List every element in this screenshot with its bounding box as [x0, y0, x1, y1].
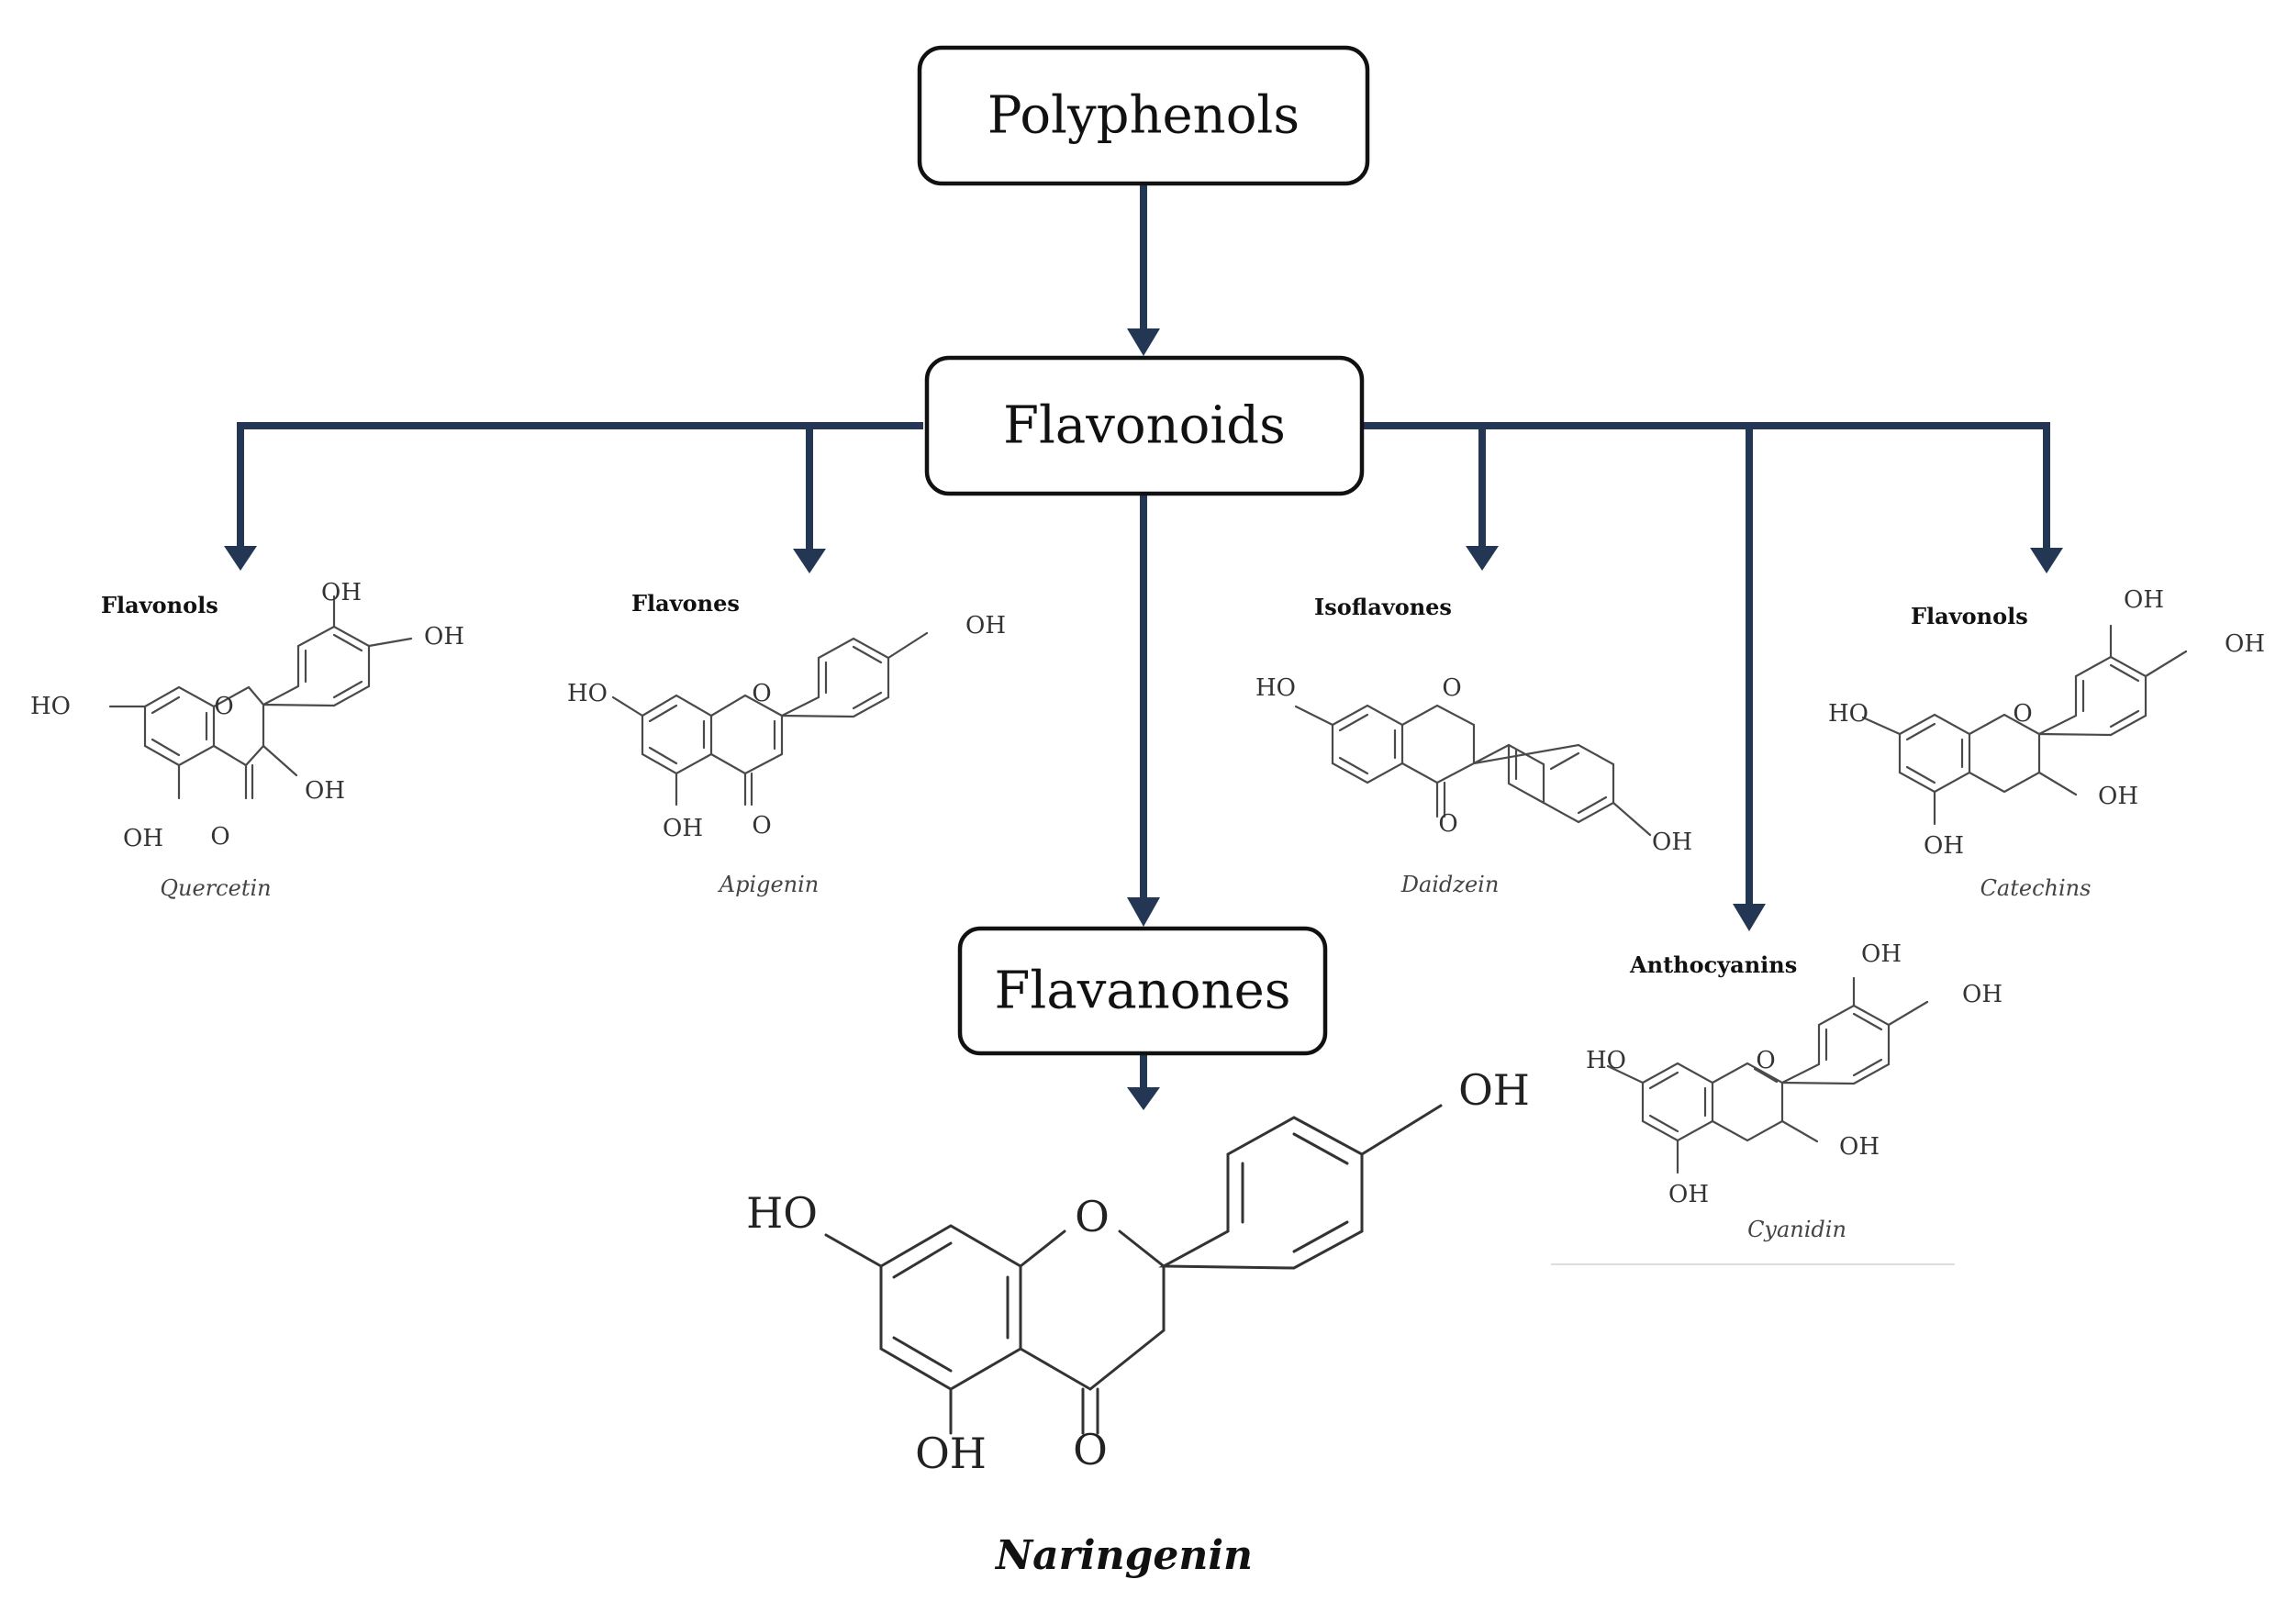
arrowhead-flavonoids	[1127, 328, 1160, 356]
connectors	[224, 180, 2063, 1110]
atom-oh-5: OH	[1668, 1181, 1709, 1208]
atom-oh-4p: OH	[965, 612, 1006, 640]
compound-name-daidzein: Daidzein	[1400, 872, 1500, 897]
structure-quercetin: Flavonols HO O OH OH O OH OH Quercetin	[30, 579, 464, 901]
arrowhead-flavonols	[224, 546, 257, 571]
compound-name-cyanidin: Cyanidin	[1747, 1217, 1846, 1242]
atom-carbonyl-o: O	[752, 812, 771, 840]
atom-ring-o: O	[1756, 1047, 1775, 1074]
class-label-isoflavones: Isoflavones	[1314, 594, 1452, 620]
structure-apigenin: Flavones HO O OH O OH Apigenin	[567, 590, 1006, 897]
class-label-anthocyanins: Anthocyanins	[1629, 951, 1797, 978]
atom-ho: HO	[30, 693, 71, 720]
atom-oh-5: OH	[1924, 832, 1964, 860]
atom-oh-4p: OH	[1962, 981, 2003, 1008]
compound-name-apigenin: Apigenin	[718, 872, 820, 897]
class-label-flavonols-2: Flavonols	[1911, 603, 2028, 629]
atom-ring-o: O	[1442, 674, 1461, 702]
atom-oh-3p: OH	[321, 579, 362, 606]
atom-carbonyl-o: O	[210, 823, 229, 851]
polyphenols-label: Polyphenols	[987, 86, 1300, 146]
atom-ring-o: O	[214, 693, 233, 720]
flavanones-box: Flavanones	[957, 926, 1328, 1056]
atom-oh-5: OH	[123, 825, 163, 852]
atom-ho: HO	[746, 1188, 818, 1238]
atom-ho: HO	[1828, 700, 1869, 728]
compound-name-naringenin: Naringenin	[994, 1532, 1253, 1579]
compound-name-catechins: Catechins	[1980, 875, 2092, 901]
arrowhead-flavanones	[1127, 897, 1160, 927]
flavonoids-box: Flavonoids	[924, 355, 1365, 496]
atom-ring-o: O	[752, 680, 771, 707]
class-label-flavonols: Flavonols	[101, 592, 218, 618]
arrowhead-isoflavones	[1466, 546, 1499, 571]
structure-daidzein: Isoflavones HO O O OH Daidzein	[1255, 594, 1692, 897]
atom-oh-3p: OH	[2124, 586, 2164, 614]
compound-name-quercetin: Quercetin	[160, 875, 271, 901]
structure-cyanidin: Anthocyanins HO O OH OH OH OH Cyanidin	[1551, 940, 2003, 1265]
atom-oh-4p: OH	[424, 623, 464, 651]
atom-oh-3: OH	[1839, 1133, 1880, 1161]
flavanones-label: Flavanones	[995, 962, 1291, 1021]
arrowhead-anthocyanins	[1733, 904, 1766, 931]
atom-carbonyl-o: O	[1073, 1425, 1108, 1474]
atom-ring-o: O	[1075, 1192, 1110, 1241]
atom-oh-5: OH	[915, 1429, 987, 1478]
atom-ho: HO	[1586, 1047, 1626, 1074]
atom-oh-4p: OH	[2225, 630, 2265, 658]
class-label-flavones: Flavones	[631, 590, 740, 617]
structure-catechins: Flavonols HO O OH OH OH OH Catechins	[1828, 586, 2265, 901]
arrowhead-naringenin	[1127, 1087, 1160, 1110]
atom-ho: HO	[1255, 674, 1296, 702]
atom-carbonyl-o: O	[1438, 810, 1457, 838]
atom-oh-4p: OH	[1652, 829, 1692, 856]
arrowhead-flavones	[793, 549, 826, 573]
atom-ring-o: O	[2013, 700, 2032, 728]
atom-oh-3: OH	[305, 777, 345, 805]
polyphenols-box: Polyphenols	[917, 45, 1370, 186]
atom-oh-5: OH	[663, 815, 703, 842]
flavonoids-label: Flavonoids	[1003, 396, 1286, 456]
atom-oh-4p: OH	[1458, 1065, 1530, 1115]
arrowhead-catechins	[2030, 548, 2063, 573]
structure-naringenin: HO O OH O OH Naringenin	[746, 1065, 1530, 1579]
atom-oh-3p: OH	[1861, 940, 1902, 968]
atom-ho: HO	[567, 680, 608, 707]
atom-oh-3: OH	[2098, 783, 2138, 810]
